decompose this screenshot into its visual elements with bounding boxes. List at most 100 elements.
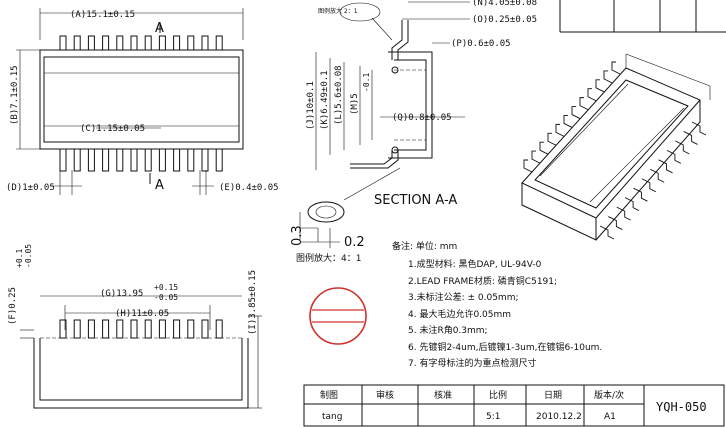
dim-b: (B)7.1±0.15 bbox=[10, 65, 20, 125]
tb-header-3: 比例 bbox=[489, 389, 507, 401]
iso-pin-back bbox=[531, 150, 541, 164]
iso-pin-back bbox=[571, 106, 581, 119]
top-pin bbox=[201, 35, 209, 51]
bottom-pin bbox=[130, 148, 138, 172]
dim-f-tol-plus: +0.1 bbox=[15, 249, 24, 268]
iso-pin-back bbox=[539, 141, 549, 155]
dim-m-tol: -0.1 bbox=[362, 73, 371, 92]
side-pin bbox=[173, 319, 181, 339]
dim-j: (J)10±0.1 bbox=[306, 81, 316, 130]
dim-f: (F)0.25 bbox=[8, 287, 18, 325]
dim-o: (O)0.25±0.05 bbox=[472, 15, 537, 25]
top-pin bbox=[187, 35, 195, 51]
side-pin bbox=[187, 319, 195, 339]
bottom-pin bbox=[173, 148, 181, 172]
iso-pin-back bbox=[523, 159, 533, 173]
bottom-pin bbox=[87, 148, 95, 172]
bottom-pin bbox=[102, 148, 110, 172]
top-pin bbox=[87, 35, 95, 51]
bottom-pin bbox=[59, 148, 67, 172]
note-4: 4. 最大毛边允许0.05mm bbox=[408, 308, 511, 320]
dim-k: (K)6.49±0.1 bbox=[320, 70, 330, 130]
dim-c: (C)1.15±0.05 bbox=[80, 124, 145, 134]
side-pins bbox=[59, 319, 223, 339]
side-view: (G)13.95 +0.15 -0.05 (H)11±0.05 (F)0.25 … bbox=[8, 244, 262, 409]
note-2: 2.LEAD FRAME材质: 磷青铜C5191; bbox=[408, 275, 557, 287]
side-pin bbox=[215, 319, 223, 339]
section-mark-bottom: A bbox=[155, 178, 164, 193]
iso-pin-back bbox=[563, 115, 573, 128]
note-5: 5. 未注R角0.3mm; bbox=[408, 324, 488, 336]
iso-pin-front bbox=[649, 168, 665, 183]
tb-header-4: 日期 bbox=[544, 390, 562, 401]
detail-scale-small: 图例放大 2：1 bbox=[318, 7, 358, 15]
top-pin bbox=[59, 35, 67, 51]
revision-grid bbox=[559, 0, 726, 33]
top-pin bbox=[73, 35, 81, 51]
section-title: SECTION A-A bbox=[374, 193, 457, 208]
iso-pin-back bbox=[595, 79, 605, 93]
tb-header-2: 核准 bbox=[434, 389, 452, 401]
dim-d: (D)1±0.05 bbox=[6, 183, 55, 193]
bottom-pin bbox=[201, 148, 209, 172]
section-view: (J)10±0.1 (K)6.49±0.1 (L)5.6±0.08 (M)5 -… bbox=[306, 0, 537, 208]
dim-e: (E)0.4±0.05 bbox=[219, 183, 279, 193]
note-3: 3.未标注公差: ± 0.05mm; bbox=[408, 291, 519, 303]
title-block: 制图 审核 核准 比例 日期 版本/次 tang 5:1 2010.12.2 A… bbox=[303, 384, 725, 427]
dim-m: (M)5 bbox=[350, 93, 360, 115]
iso-pin-front bbox=[641, 178, 657, 193]
side-pin bbox=[73, 319, 81, 339]
dim-g: (G)13.95 bbox=[100, 289, 143, 299]
dim-h: (H)11±0.05 bbox=[115, 309, 169, 319]
side-pin bbox=[87, 319, 95, 339]
bottom-pin bbox=[116, 148, 124, 172]
side-pin bbox=[59, 319, 67, 339]
top-pin bbox=[102, 35, 110, 51]
iso-pin-front bbox=[691, 121, 707, 136]
drawing-number: YQH-050 bbox=[656, 400, 707, 414]
iso-pin-back bbox=[579, 97, 589, 111]
red-stamp bbox=[309, 287, 367, 345]
iso-pin-front bbox=[683, 131, 698, 145]
bottom-pin bbox=[73, 148, 81, 172]
side-pin bbox=[201, 319, 209, 339]
tb-value-3: 5:1 bbox=[486, 412, 500, 422]
tb-header-5: 版本/次 bbox=[594, 389, 624, 401]
iso-pin-back bbox=[555, 123, 565, 137]
dim-a: (A)15.1±0.15 bbox=[70, 10, 135, 20]
dim-l: (L)5.6±0.08 bbox=[334, 65, 344, 125]
top-pin bbox=[173, 35, 181, 51]
dim-i: (I)3.85±0.15 bbox=[248, 270, 258, 335]
side-pin bbox=[102, 319, 110, 339]
bottom-pin bbox=[158, 148, 166, 172]
notes-header: 备注: 单位: mm bbox=[392, 240, 457, 252]
top-pin bbox=[215, 35, 223, 51]
bottom-pin bbox=[215, 148, 223, 172]
tb-value-5: A1 bbox=[604, 412, 616, 422]
dim-g-tol-plus: +0.15 bbox=[154, 283, 178, 292]
detail-view: 0.3 0.2 图例放大：4：1 bbox=[290, 201, 365, 264]
iso-pin-front bbox=[624, 197, 640, 212]
dim-p: (P)0.6±0.05 bbox=[451, 39, 511, 49]
iso-pin-front bbox=[675, 140, 690, 155]
dim-q: (Q)0.8±0.05 bbox=[392, 113, 452, 123]
notes-block: 备注: 单位: mm 1.成型材料: 黑色DAP, UL-94V-0 2.LEA… bbox=[392, 240, 602, 369]
tb-value-4: 2010.12.2 bbox=[536, 412, 582, 422]
iso-pin-back bbox=[547, 132, 557, 146]
iso-pin-back bbox=[587, 88, 597, 102]
top-pin bbox=[144, 35, 152, 51]
dim-f-tol-minus: -0.05 bbox=[24, 244, 33, 268]
top-view: (A)15.1±0.15 A (B)7.1±0.15 (C)1.15±0.05 … bbox=[6, 8, 279, 195]
note-7: 7. 有字母标注的为重点检测尺寸 bbox=[408, 357, 536, 369]
iso-pin-front bbox=[633, 187, 648, 202]
side-pin bbox=[144, 319, 152, 339]
iso-pin-front bbox=[658, 159, 673, 174]
side-pin bbox=[158, 319, 166, 339]
iso-pins bbox=[523, 61, 707, 240]
side-pin bbox=[130, 319, 138, 339]
iso-pin-front bbox=[599, 225, 615, 240]
bottom-pins bbox=[59, 148, 223, 172]
section-mark-top: A bbox=[155, 21, 164, 36]
